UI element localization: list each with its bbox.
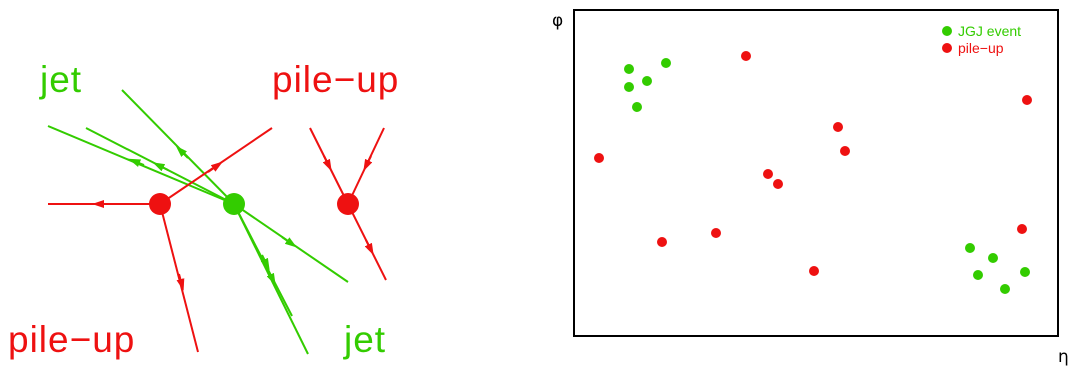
primary-vertex-dot — [223, 193, 245, 215]
jgj-point — [624, 64, 634, 74]
jgj-point — [988, 253, 998, 263]
jgj-point — [1000, 284, 1010, 294]
label-pileup-bottom: pile−up — [8, 319, 135, 360]
jet-track — [233, 203, 293, 317]
pileup-point — [773, 179, 783, 189]
jgj-point — [973, 270, 983, 280]
jet-track — [47, 125, 235, 205]
pileup-vertex-dot — [337, 193, 359, 215]
pileup-point — [763, 169, 773, 179]
jgj-point — [632, 102, 642, 112]
pileup-points — [594, 51, 1032, 276]
pileup-arrow — [322, 155, 332, 172]
pileup-arrow — [176, 273, 185, 291]
legend-pileup-label: pile−up — [958, 40, 1004, 56]
jgj-point — [965, 243, 975, 253]
jet-arrow — [175, 145, 189, 159]
jet-arrow — [152, 162, 169, 172]
jgj-points — [624, 58, 1030, 294]
jgj-point — [1020, 267, 1030, 277]
pileup-vertex-right — [309, 127, 387, 281]
pileup-point — [840, 146, 850, 156]
jet-tracks — [47, 89, 349, 355]
label-jet-bottom: jet — [343, 319, 386, 360]
jet-track — [121, 89, 235, 205]
pileup-point — [1022, 95, 1032, 105]
legend: JGJ event pile−up — [942, 23, 1021, 56]
pileup-vertex-left — [48, 127, 273, 353]
jet-arrow — [281, 236, 297, 248]
pileup-arrow — [207, 161, 223, 173]
jet-arrow — [266, 269, 276, 286]
jgj-point — [661, 58, 671, 68]
y-axis-label: φ — [552, 11, 563, 31]
jet-arrow — [260, 254, 270, 271]
pileup-vertex-dot — [149, 193, 171, 215]
label-jet-top: jet — [39, 59, 82, 100]
pileup-point — [809, 266, 819, 276]
jet-arrow — [128, 158, 145, 167]
x-axis-label: η — [1058, 347, 1068, 366]
pileup-arrow — [363, 155, 373, 172]
pileup-point — [741, 51, 751, 61]
pileup-point — [657, 237, 667, 247]
pileup-point — [594, 153, 604, 163]
pileup-point — [833, 122, 843, 132]
plot-frame — [573, 9, 1059, 337]
pileup-track — [159, 203, 199, 353]
pileup-arrow — [364, 239, 374, 256]
jgj-point — [624, 82, 634, 92]
pileup-point — [711, 228, 721, 238]
pileup-point — [1017, 224, 1027, 234]
label-pileup-top: pile−up — [272, 59, 399, 100]
eta-phi-plot: φ η JGJ event pile−up — [552, 9, 1068, 366]
jgj-point — [642, 76, 652, 86]
legend-pileup-marker — [942, 43, 952, 53]
legend-jgj-label: JGJ event — [958, 23, 1021, 39]
event-diagram: jet pile−up pile−up jet — [8, 59, 399, 360]
legend-jgj-marker — [942, 26, 952, 36]
